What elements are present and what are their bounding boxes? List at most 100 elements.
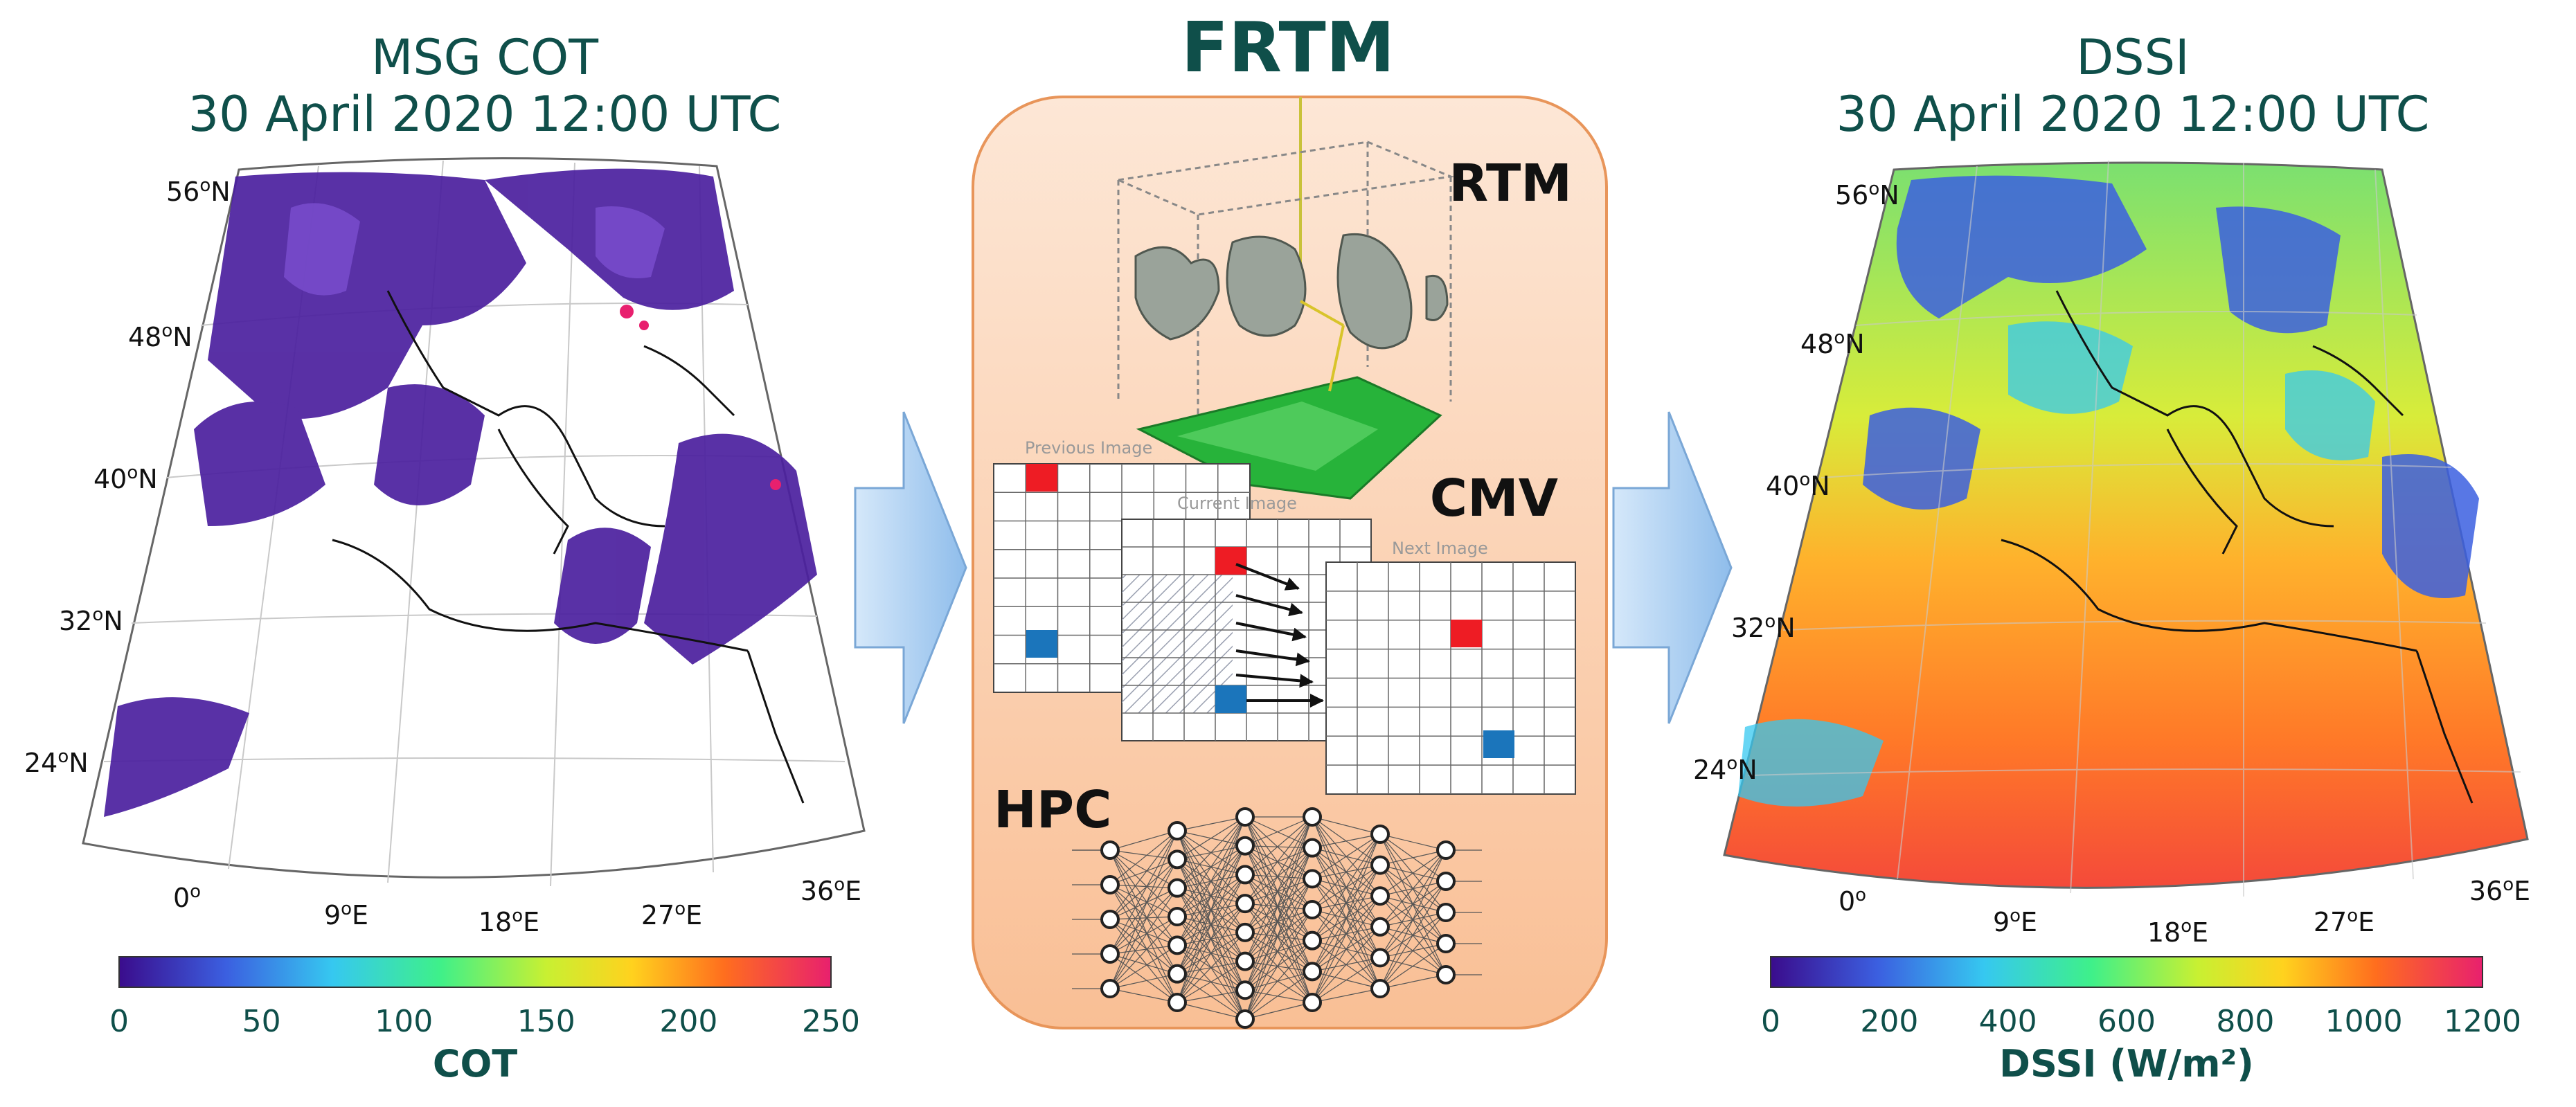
nn-node	[1235, 807, 1255, 827]
dssi-coastlines	[2001, 290, 2474, 804]
nn-edge	[1312, 816, 1381, 835]
nn-edge	[1244, 874, 1313, 942]
dssi-lat-32: 32oN	[1731, 611, 1796, 643]
dssi-lat-40: 40oN	[1766, 469, 1830, 501]
nn-edge	[1177, 816, 1246, 860]
nn-edge	[1312, 834, 1381, 879]
nn-edge	[1244, 903, 1313, 942]
nn-edge	[1379, 834, 1447, 851]
nn-edge	[1177, 816, 1246, 917]
nn-edge	[1244, 874, 1313, 910]
nn-edge	[1244, 847, 1313, 933]
hpc-label: HPC	[994, 780, 1111, 840]
nn-edge	[1244, 961, 1313, 1003]
grid-previous-label: Previous Image	[1025, 438, 1152, 458]
nn-edge	[1177, 961, 1246, 1003]
nn-node	[1168, 993, 1187, 1012]
nn-node	[1303, 869, 1322, 889]
nn-edge	[1244, 816, 1313, 879]
nn-edge	[1244, 971, 1313, 991]
rtm-label: RTM	[1449, 154, 1572, 213]
dssi-map-frame	[1723, 161, 2529, 889]
cot-tick-100: 100	[375, 1004, 433, 1039]
nn-edge	[1244, 845, 1313, 1003]
nn-edge	[1379, 849, 1447, 989]
left-panel-title: MSG COT 30 April 2020 12:00 UTC	[69, 29, 900, 143]
right-flow-arrow	[1612, 411, 1733, 724]
nn-edge	[1244, 845, 1313, 849]
current-red-marker	[1215, 547, 1246, 575]
nn-edge	[1109, 884, 1178, 975]
nn-edge	[1244, 879, 1313, 1020]
nn-edge	[1244, 903, 1313, 972]
nn-edge	[1177, 816, 1246, 946]
nn-edge	[1244, 940, 1313, 962]
dssi-lon-36: 36oE	[2469, 874, 2530, 906]
right-title-line1: DSSI	[2076, 29, 2190, 86]
cot-tick-50: 50	[242, 1004, 281, 1039]
nn-edge	[1244, 932, 1313, 972]
cot-lon-labels: 0o 9oE 18oE 27oE 36oE	[173, 874, 861, 937]
nn-edge	[1177, 1002, 1246, 1020]
nn-node	[1436, 840, 1456, 860]
grid-next: Next Image	[1325, 539, 1576, 795]
nn-edge	[1379, 849, 1447, 958]
nn-edge	[1244, 932, 1313, 942]
nn-edge	[1177, 816, 1246, 974]
cot-colorbar-label: COT	[433, 1042, 518, 1086]
cot-lon-18: 18oE	[478, 906, 539, 937]
nn-node	[1235, 894, 1255, 914]
nn-node	[1303, 962, 1322, 982]
dssi-lat-56: 56oN	[1835, 179, 1899, 210]
nn-edge	[1379, 912, 1447, 989]
dssi-colorbar-label: DSSI (W/m²)	[1999, 1042, 2254, 1086]
nn-edge	[1109, 973, 1178, 989]
dssi-tick-1200: 1200	[2444, 1004, 2521, 1039]
previous-red-marker	[1026, 464, 1057, 492]
nn-node	[1303, 930, 1322, 951]
nn-node	[1100, 875, 1120, 894]
dssi-lon-9: 9oE	[1993, 906, 2037, 937]
nn-edge	[1244, 874, 1313, 1003]
nn-edge	[1109, 830, 1178, 885]
nn-edge	[1379, 974, 1447, 989]
nn-edge	[1244, 816, 1313, 1020]
dssi-tick-200: 200	[1860, 1004, 1918, 1039]
cot-lon-0: 0o	[173, 881, 201, 913]
nn-node	[1436, 934, 1456, 953]
nn-edge	[1312, 895, 1381, 1003]
nn-edge	[1244, 878, 1313, 933]
nn-edge	[1379, 849, 1447, 928]
nn-node	[1370, 825, 1390, 844]
dssi-map: 56oN 48oN 40oN 32oN 24oN 0o 9oE 18oE 27o…	[1693, 160, 2530, 948]
next-blue-marker	[1483, 730, 1514, 758]
nn-edge	[1109, 884, 1178, 917]
current-blue-marker	[1215, 685, 1246, 713]
nn-edge	[1109, 858, 1178, 885]
nn-edge	[1244, 940, 1313, 1020]
nn-edge	[1312, 988, 1381, 1003]
nn-node	[1370, 979, 1390, 998]
nn-edge	[1244, 874, 1313, 972]
nn-edge	[1312, 926, 1381, 1003]
nn-edge	[1244, 909, 1313, 1020]
nn-node	[1370, 886, 1390, 906]
nn-node	[1370, 917, 1390, 937]
nn-edge	[1244, 989, 1313, 1003]
nn-edge	[1244, 816, 1313, 991]
nn-edge	[1109, 953, 1178, 975]
nn-node	[1436, 965, 1456, 984]
nn-node	[1100, 979, 1120, 998]
dssi-lon-18: 18oE	[2147, 916, 2208, 948]
nn-edge	[1312, 834, 1381, 849]
nn-node	[1303, 993, 1322, 1012]
grid-next-label: Next Image	[1392, 539, 1488, 558]
nn-nodes	[1100, 807, 1456, 1029]
cot-tick-150: 150	[517, 1004, 575, 1039]
dssi-lon-27: 27oE	[2314, 906, 2374, 937]
nn-node	[1235, 865, 1255, 885]
nn-edge	[1177, 903, 1246, 1003]
nn-edge	[1244, 816, 1313, 941]
